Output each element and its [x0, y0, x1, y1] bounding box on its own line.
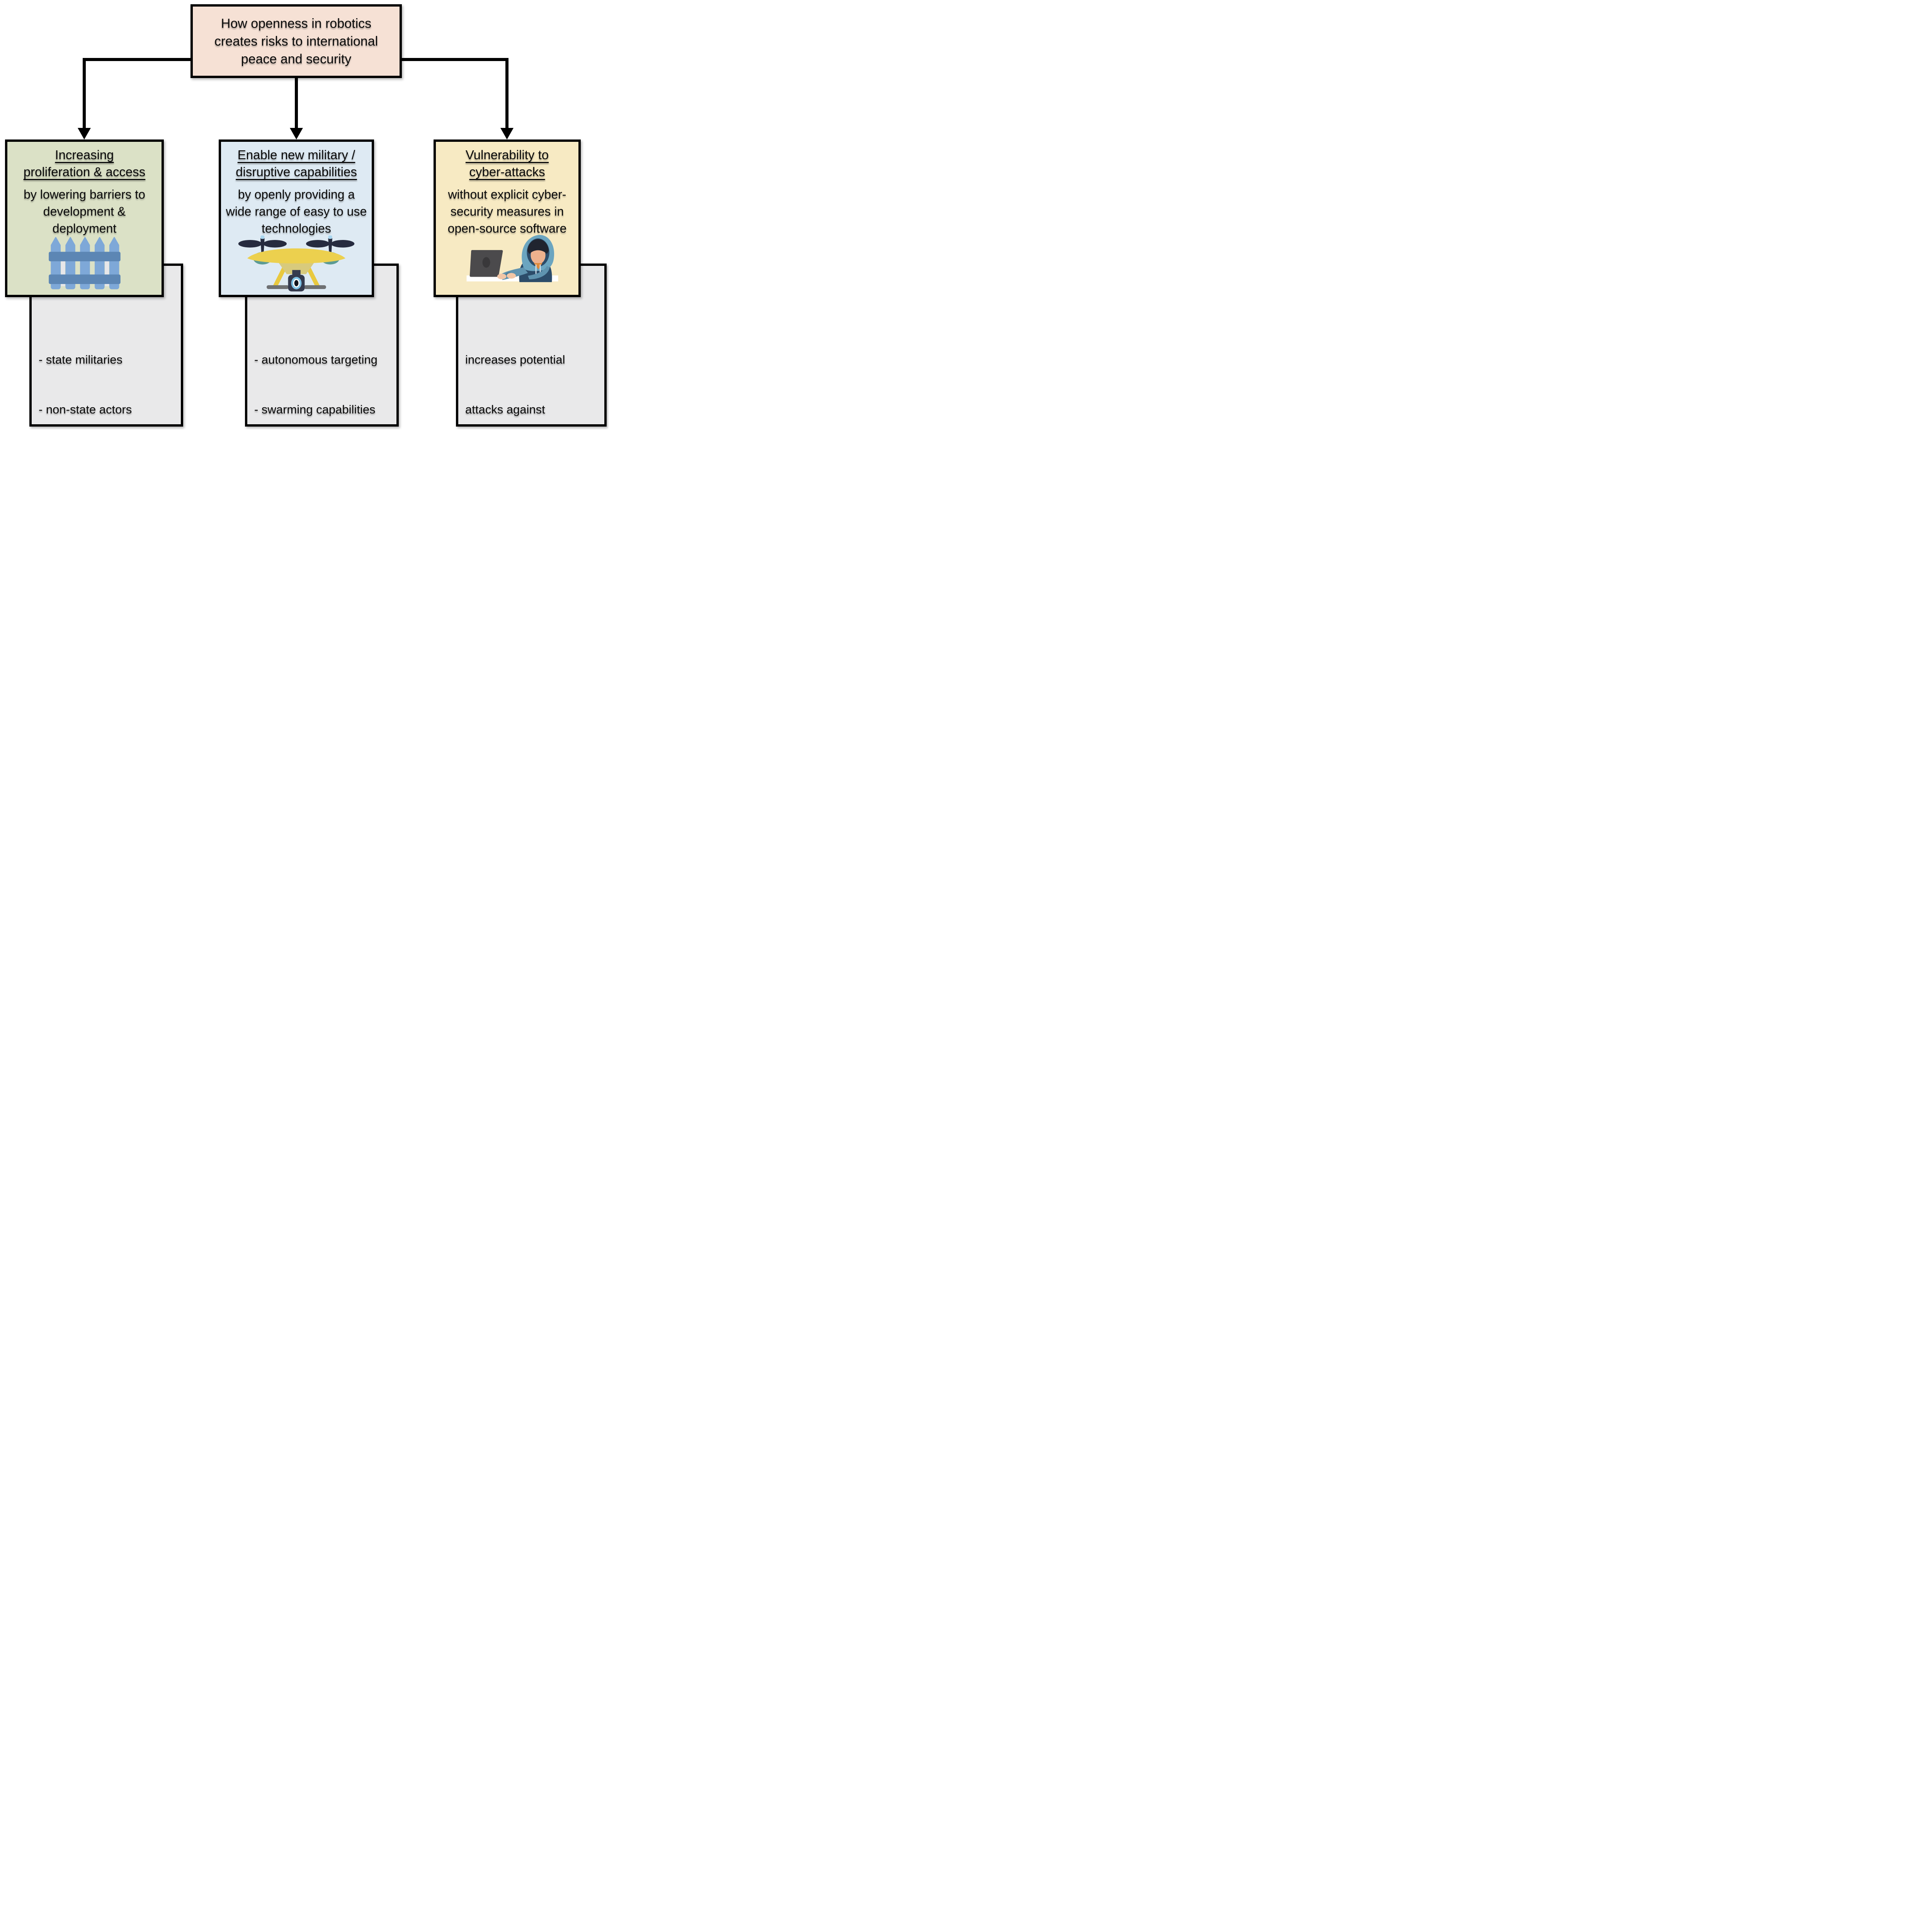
list-item: attacks against [465, 403, 545, 416]
drone-icon [233, 233, 360, 294]
cyber-targets-list: increases potential attacks against - co… [458, 266, 604, 430]
node-proliferation-body: by lowering barriers to development & de… [24, 187, 145, 235]
connector-right-vertical [505, 58, 509, 129]
diagram-canvas: How openness in robotics creates risks t… [0, 0, 609, 430]
connector-middle-vertical [295, 77, 298, 129]
arrow-down-left-icon [78, 128, 91, 139]
node-capabilities-title: Enable new military / disruptive capabil… [236, 148, 357, 179]
node-cyber-title: Vulnerability to cyber-attacks [465, 148, 549, 179]
connector-left-vertical [83, 58, 86, 129]
root-node-openness-risks: How openness in robotics creates risks t… [190, 4, 402, 78]
root-node-text: How openness in robotics creates risks t… [214, 16, 378, 66]
node-capabilities-body: by openly providing a wide range of easy… [226, 187, 367, 235]
list-item: - swarming capabilities [254, 403, 376, 416]
node-proliferation-access: Increasing proliferation & access by low… [5, 139, 164, 297]
list-item: - autonomous targeting [254, 353, 378, 366]
node-proliferation-title: Increasing proliferation & access [23, 148, 146, 179]
arrow-down-middle-icon [290, 128, 303, 139]
connector-left-horizontal [83, 58, 190, 61]
actors-list: - state militaries - non-state actors - … [32, 266, 181, 430]
node-cyber-vulnerability: Vulnerability to cyber-attacks without e… [434, 139, 581, 297]
arrow-down-right-icon [500, 128, 514, 139]
list-item: - state militaries [39, 353, 123, 366]
list-item: increases potential [465, 353, 565, 366]
hacker-icon [464, 231, 561, 293]
node-cyber-body: without explicit cyber-security measures… [447, 187, 567, 235]
fence-icon [48, 236, 121, 293]
list-item: - non-state actors [39, 403, 132, 416]
capabilities-list: - autonomous targeting - swarming capabi… [247, 266, 396, 430]
node-military-capabilities: Enable new military / disruptive capabil… [219, 139, 374, 297]
connector-right-horizontal [402, 58, 509, 61]
